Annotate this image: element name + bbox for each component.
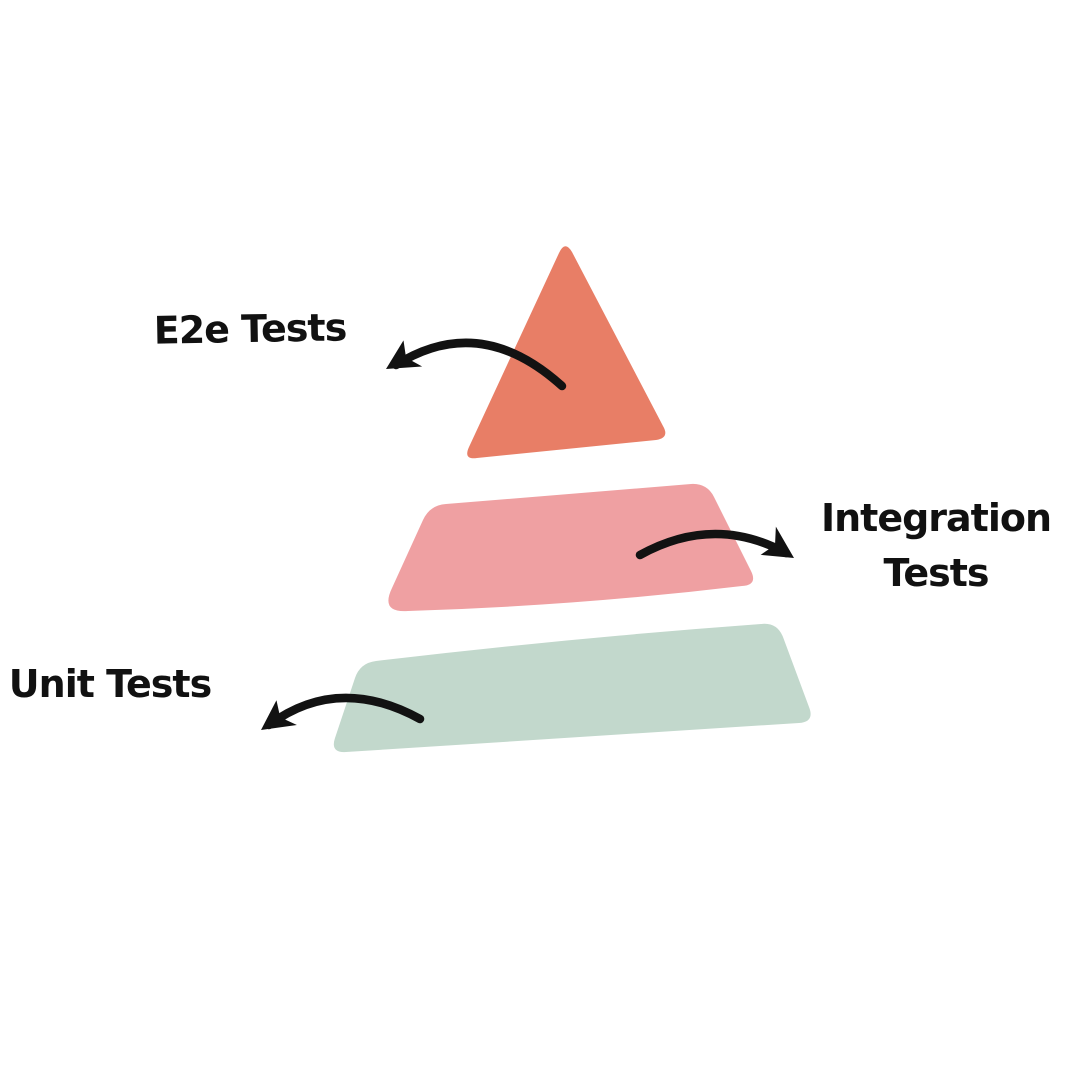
integration-label: Integration Tests <box>820 491 1052 601</box>
e2e-label: E2e Tests <box>153 305 347 353</box>
e2e-triangle-shape <box>467 246 666 459</box>
e2e-arrow-curve <box>391 338 567 391</box>
unit-band-shape <box>333 623 811 753</box>
unit-label: Unit Tests <box>8 662 212 706</box>
unit-arrowhead-icon <box>261 700 297 730</box>
integration-arrow-curve <box>635 529 791 560</box>
integration-label-line2: Tests <box>883 551 989 595</box>
e2e-arrowhead-icon <box>386 340 423 369</box>
unit-arrow <box>261 693 425 730</box>
unit-arrow-curve <box>264 693 425 730</box>
integration-arrow <box>635 526 794 560</box>
integration-arrowhead-icon <box>760 526 794 558</box>
integration-label-line1: Integration <box>820 496 1052 540</box>
integration-band-shape <box>388 483 754 612</box>
e2e-arrow <box>386 338 567 391</box>
